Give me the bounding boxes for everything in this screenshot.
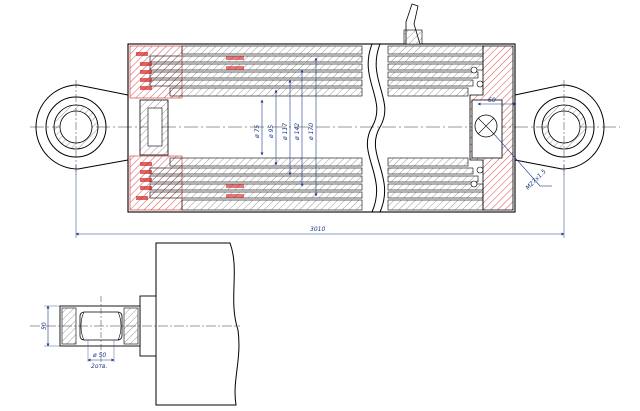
dim-diameter-117: ø 117 <box>282 123 289 141</box>
dim-pin-fit: 2отв. <box>91 363 108 370</box>
right-eye-mount <box>514 80 605 175</box>
dim-thread: M27x1.5 <box>524 168 547 191</box>
dim-port-offset: 60 <box>488 97 496 104</box>
dim-pin-diameter: ø 50 <box>92 352 106 359</box>
telescopic-stages-bottom <box>149 157 484 211</box>
break-line <box>366 43 378 213</box>
dim-diameter-142: ø 142 <box>294 123 301 141</box>
dim-eye-width: 50 <box>41 322 48 330</box>
eye-detail-section-view: 50 ø 50 2отв. <box>30 242 240 406</box>
left-eye-mount <box>35 80 129 175</box>
cylinder-body-side <box>155 242 240 406</box>
dim-diameter-170: ø 170 <box>308 123 315 141</box>
cylinder-section-view: ø 75 ø 95 ø 117 ø 142 ø 170 60 M27x1.5 3… <box>30 3 620 238</box>
telescopic-stages-top <box>149 45 484 97</box>
seal-details <box>136 52 244 200</box>
diameter-dimensions <box>260 57 318 197</box>
dim-overall-length: 3010 <box>310 226 325 233</box>
dim-diameter-95: ø 95 <box>268 125 275 139</box>
dim-diameter-75: ø 75 <box>254 125 261 139</box>
cylinder-body-outline <box>127 43 516 213</box>
